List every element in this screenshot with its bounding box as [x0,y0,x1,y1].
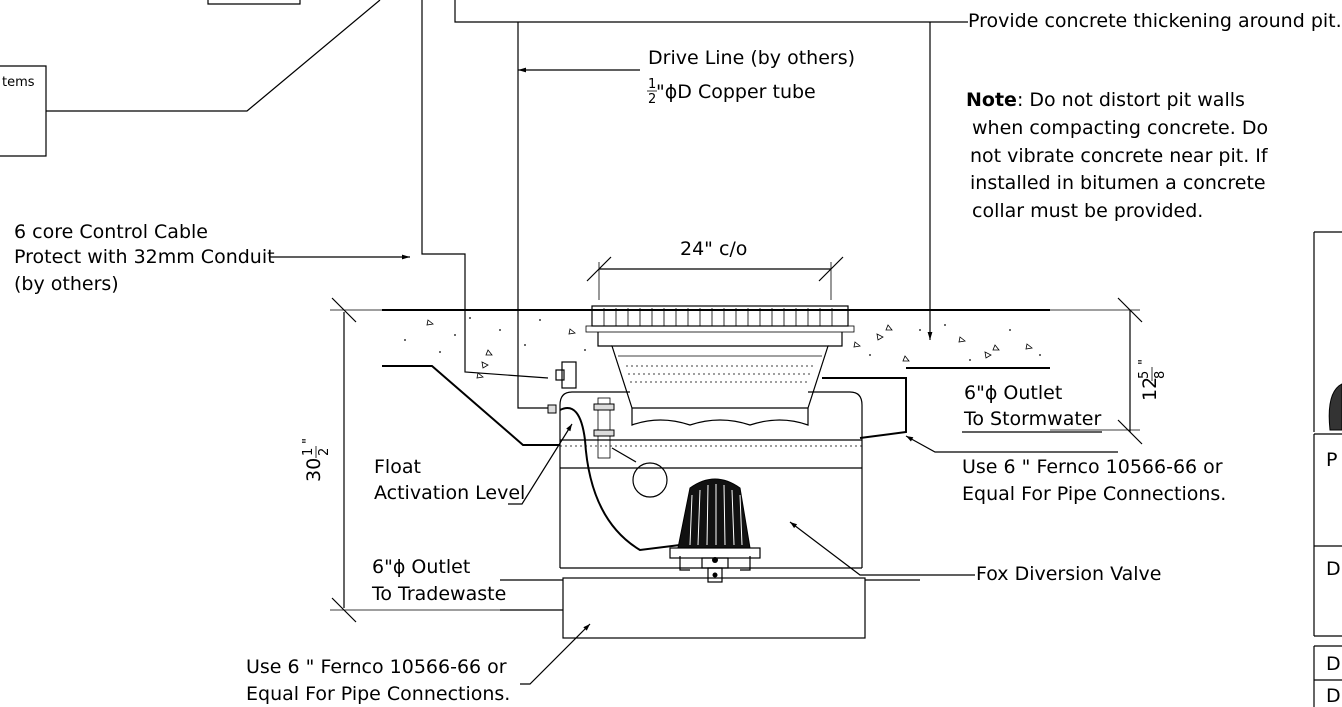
half-den: 2 [648,92,656,107]
float-assembly [547,397,681,552]
depth-frac-den: 8 [1153,371,1168,379]
grate [585,305,855,426]
height-inch: " [301,438,316,444]
depth-whole-text: 12 [1139,377,1161,401]
table-row-1: P [1326,449,1337,471]
height-whole-text: 30 [303,458,325,482]
grate-width-dimension: 24" c/o [586,238,844,300]
cable-label-3: (by others) [14,273,119,295]
height-frac-num: 1 [301,448,316,456]
annotations: Provide concrete thickening around pit. … [14,10,1342,705]
fernco-right-2: Equal For Pipe Connections. [962,483,1226,505]
float-label-1: Float [374,456,421,478]
note-block-line2: when compacting concrete. Do [972,117,1268,139]
side-table: P D D D [1313,231,1342,707]
trade-outlet-label-2: To Tradewaste [371,583,506,605]
storm-outlet-label-1: 6"ϕ Outlet [964,382,1062,404]
pit-height-dimension: 30 1 2 " [301,297,500,623]
fox-valve-label: Fox Diversion Valve [976,563,1162,585]
concrete-slab [382,309,1050,446]
table-row-2: D [1326,558,1341,580]
top-left-callout: tems [0,0,381,157]
note-block-line3: not vibrate concrete near pit. If [970,145,1269,167]
copper-tube-label: "ϕD Copper tube [656,81,816,103]
grate-dim-text: 24" c/o [680,238,747,260]
depth-frac-num: 5 [1137,371,1152,379]
note-block-line1: Note: Do not distort pit walls [966,89,1245,111]
storm-outlet-label-2: To Stormwater [963,408,1101,430]
items-partial-text: tems [2,75,35,90]
fernco-bottom-1: Use 6 " Fernco 10566-66 or [246,656,507,678]
leader-lines [508,423,1118,685]
float-label-2: Activation Level [374,482,525,504]
half-num: 1 [648,77,656,92]
cable-label-1: 6 core Control Cable [14,221,208,243]
note-block-line4: installed in bitumen a concrete [970,172,1266,194]
slab-depth-dimension: 12 5 8 " [1050,297,1168,445]
note-block-line5: collar must be provided. [972,200,1203,222]
trade-outlet-label-1: 6"ϕ Outlet [372,556,470,578]
thickening-note: Provide concrete thickening around pit. [968,10,1342,32]
drive-line-label: Drive Line (by others) [648,47,855,69]
depth-inch: " [1137,359,1152,365]
fox-diversion-valve [669,478,761,583]
cable-label-2: Protect with 32mm Conduit [14,246,275,268]
height-frac-den: 2 [317,448,332,456]
table-row-4: D [1326,685,1341,707]
table-row-3: D [1326,653,1341,675]
fernco-bottom-2: Equal For Pipe Connections. [246,683,510,705]
fernco-right-1: Use 6 " Fernco 10566-66 or [962,456,1223,478]
conduit-lines [270,0,968,409]
